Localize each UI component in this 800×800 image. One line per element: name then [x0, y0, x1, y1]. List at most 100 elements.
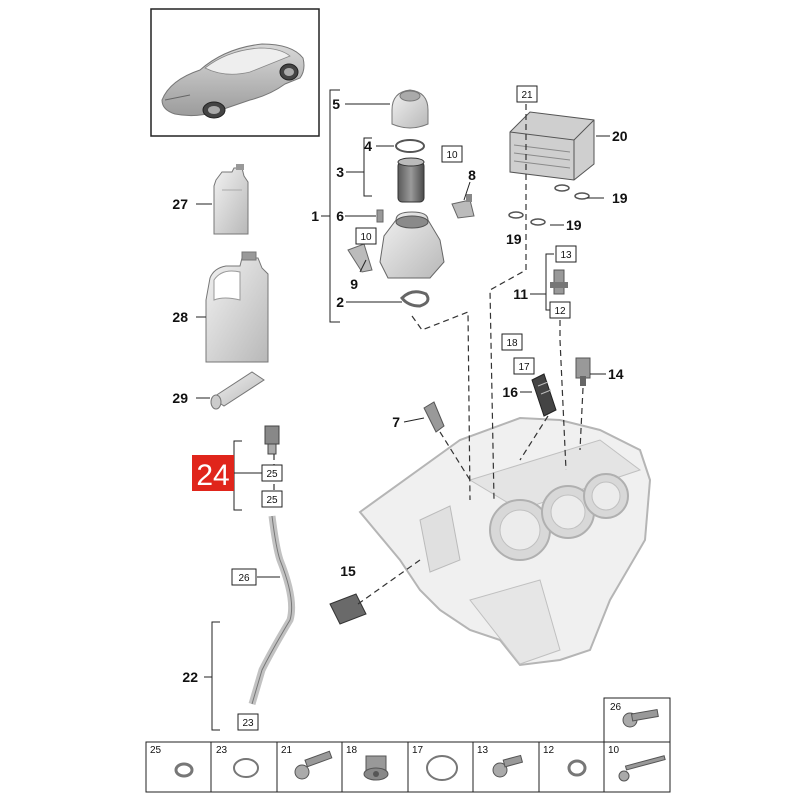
cooler-seal: [508, 211, 524, 219]
svg-text:12: 12: [554, 306, 566, 317]
boxed-refs[interactable]: 10 10 21 13 12 18 17 26: [231, 85, 577, 731]
callout-29: 29: [172, 390, 188, 406]
boxed-ref-21[interactable]: 21: [516, 85, 538, 103]
o-ring-small-icon: [567, 759, 587, 777]
svg-text:10: 10: [608, 745, 620, 756]
callout-1: 1: [311, 208, 319, 224]
boxed-ref-25b[interactable]: 25: [261, 490, 283, 508]
fastener-strip: 25 23 21 18 17: [145, 741, 671, 793]
o-ring-icon: [233, 758, 259, 778]
svg-text:18: 18: [346, 745, 358, 756]
svg-text:25: 25: [150, 745, 162, 756]
callout-2: 2: [336, 294, 344, 310]
boxed-ref-26[interactable]: 26: [231, 568, 257, 586]
extra-fastener-label: 26: [610, 702, 622, 713]
svg-text:21: 21: [521, 90, 533, 101]
bracket-left: [347, 243, 373, 273]
bracket-right: [451, 194, 475, 219]
svg-text:25: 25: [266, 495, 278, 506]
long-bolt-icon: [618, 755, 666, 782]
engine-block: [358, 416, 652, 667]
callout-7: 7: [392, 414, 400, 430]
bolt-icon: [622, 708, 659, 728]
strip-cell-25[interactable]: 25: [150, 745, 194, 778]
strip-cell-21[interactable]: 21: [281, 745, 333, 780]
callout-11: 11: [513, 286, 528, 302]
callout-19a: 19: [612, 190, 628, 206]
filter-cap: [391, 89, 429, 129]
svg-text:13: 13: [477, 745, 489, 756]
sensor-15: [329, 593, 367, 625]
callout-28: 28: [172, 309, 188, 325]
boxed-ref-12[interactable]: 12: [549, 301, 571, 319]
oil-canister-large: [205, 251, 269, 363]
callout-6: 6: [336, 208, 344, 224]
strip-cell-13[interactable]: 13: [477, 745, 524, 778]
oil-bottle-small: [213, 164, 249, 235]
callout-20: 20: [612, 128, 628, 144]
svg-text:23: 23: [216, 745, 228, 756]
sensor-14: [575, 357, 591, 386]
highlight-label: 24: [196, 459, 229, 492]
callout-16: 16: [502, 384, 518, 400]
filter-element: [397, 157, 425, 203]
highlighted-item-24[interactable]: 24: [192, 455, 234, 492]
svg-text:13: 13: [560, 250, 572, 261]
valve-16: [531, 373, 557, 417]
strip-cell-10[interactable]: 10: [608, 745, 666, 782]
sensor-11: [550, 269, 568, 295]
callout-3: 3: [336, 164, 344, 180]
svg-text:10: 10: [360, 232, 372, 243]
dipstick-tube: [248, 515, 296, 705]
o-ring-small-icon: [174, 762, 194, 778]
extra-fastener-cell[interactable]: 26: [603, 697, 671, 743]
boxed-ref-10b[interactable]: 10: [355, 227, 377, 245]
svg-text:23: 23: [242, 718, 254, 729]
strip-cell-18[interactable]: 18: [346, 745, 389, 781]
oil-cooler: [509, 111, 595, 181]
cooler-seal: [554, 184, 570, 192]
callout-8: 8: [468, 167, 476, 183]
svg-text:10: 10: [446, 150, 458, 161]
boxed-ref-18[interactable]: 18: [501, 333, 523, 351]
svg-text:17: 17: [518, 362, 530, 373]
boxed-ref-10a[interactable]: 10: [441, 145, 463, 163]
svg-text:18: 18: [506, 338, 518, 349]
strip-cell-12[interactable]: 12: [543, 745, 587, 777]
svg-text:21: 21: [281, 745, 293, 756]
sensor-7: [423, 401, 445, 433]
bolt-icon: [294, 750, 333, 780]
vehicle-thumbnail: [150, 8, 320, 137]
bolt-icon: [492, 754, 524, 778]
filter-o-ring: [395, 139, 425, 153]
dashed-assembly-lines: [273, 104, 584, 605]
car-illustration-icon: [161, 43, 305, 119]
boxed-ref-23[interactable]: 23: [237, 713, 259, 731]
boxed-ref-25a[interactable]: 25: [261, 464, 283, 482]
callout-14: 14: [608, 366, 624, 382]
svg-text:12: 12: [543, 745, 555, 756]
callout-4: 4: [364, 138, 372, 154]
screw-small: [376, 209, 384, 223]
seal-ring-icon: [426, 755, 458, 781]
filter-housing: [379, 211, 445, 279]
callout-19b: 19: [566, 217, 582, 233]
dipstick-top-24: [264, 425, 280, 455]
callout-15: 15: [340, 563, 356, 579]
plug-screw-icon: [363, 755, 389, 781]
callout-22: 22: [182, 669, 198, 685]
callout-numbers: 5 4 3 1 6 2 9 8 20 19 19 19 11 14 16 7 1…: [172, 96, 627, 685]
cooler-seal: [530, 218, 546, 226]
svg-text:26: 26: [238, 573, 250, 584]
svg-text:25: 25: [266, 469, 278, 480]
strip-cell-23[interactable]: 23: [216, 745, 259, 778]
strip-cell-17[interactable]: 17: [412, 745, 458, 781]
callout-5: 5: [332, 96, 340, 112]
boxed-ref-17[interactable]: 17: [513, 357, 535, 375]
cooler-seal: [574, 192, 590, 200]
svg-text:17: 17: [412, 745, 424, 756]
callout-9: 9: [350, 276, 358, 292]
sealant-tube: [210, 371, 265, 410]
boxed-ref-13[interactable]: 13: [555, 245, 577, 263]
